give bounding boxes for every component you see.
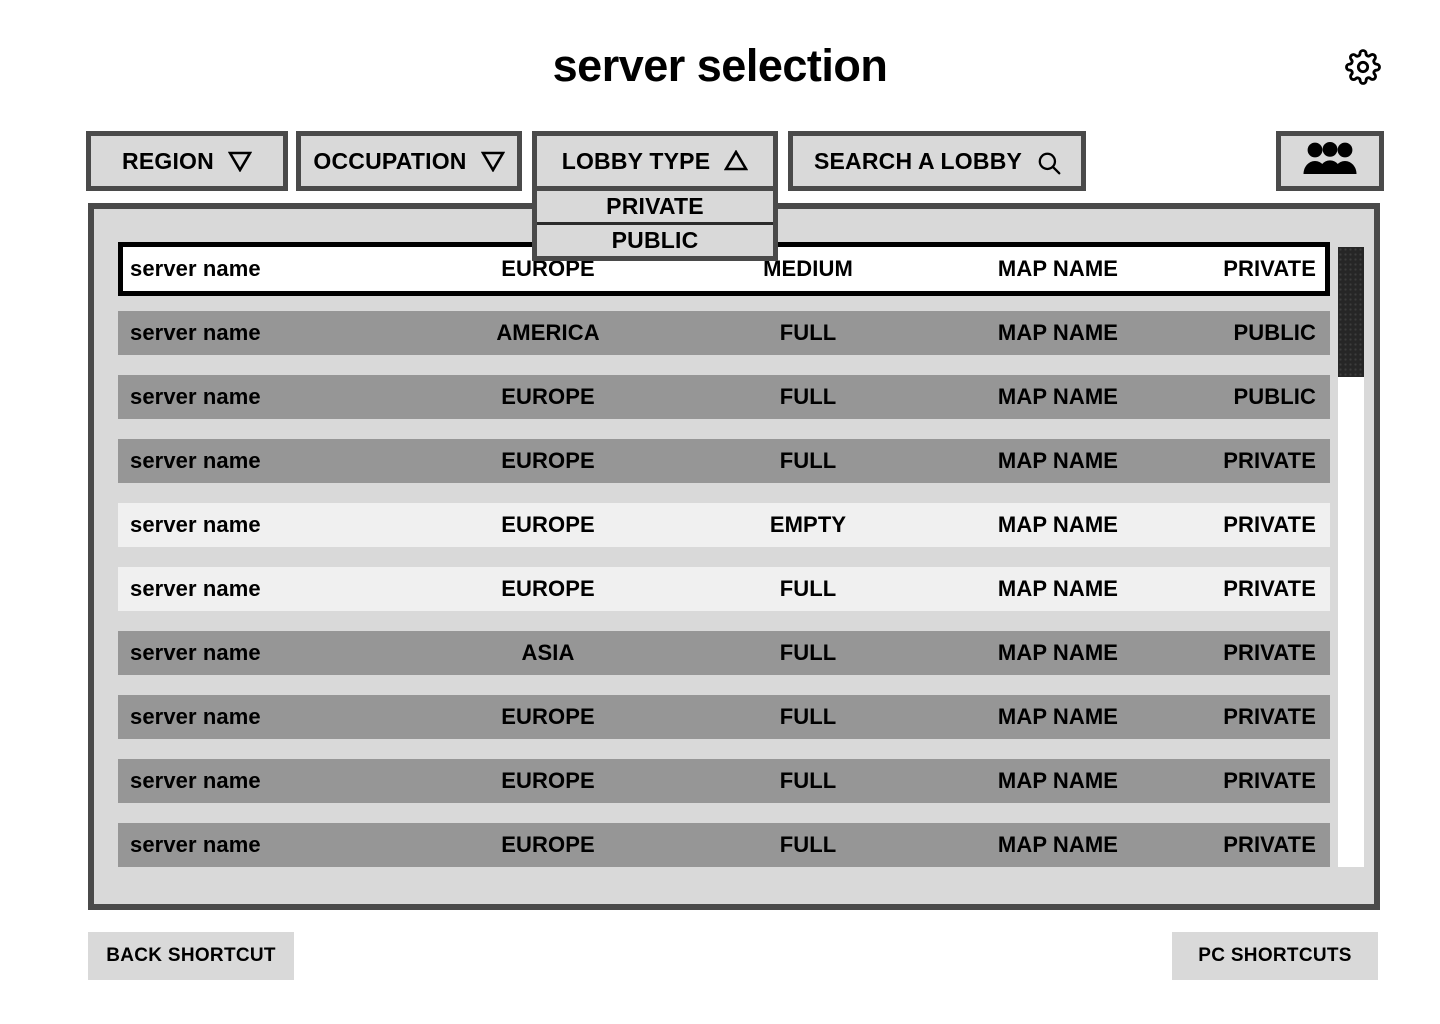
region-cell: EUROPE — [501, 576, 595, 601]
lobby-type-cell: PRIVATE — [1223, 512, 1316, 537]
filter-toolbar: REGION OCCUPATION LOBBY TYPE SEARCH A LO… — [0, 131, 1440, 191]
lobby-type-cell: PRIVATE — [1223, 640, 1316, 665]
region-cell: EUROPE — [501, 768, 595, 793]
scrollbar-thumb[interactable] — [1338, 247, 1364, 378]
table-row[interactable]: server name EUROPE FULL MAP NAME PRIVATE — [118, 823, 1330, 867]
table-row[interactable]: server name EUROPE EMPTY MAP NAME PRIVATE — [118, 503, 1330, 547]
server-name-cell: server name — [130, 704, 261, 729]
region-cell: ASIA — [521, 640, 575, 665]
lobby-type-filter-button[interactable]: LOBBY TYPE — [532, 131, 778, 191]
server-name-cell: server name — [130, 448, 261, 473]
lobby-type-cell: PRIVATE — [1223, 832, 1316, 857]
lobby-type-cell: PRIVATE — [1223, 576, 1316, 601]
occupancy-cell: EMPTY — [769, 512, 847, 537]
page-header: server selection — [0, 0, 1440, 118]
server-name-cell: server name — [130, 576, 261, 601]
lobby-type-option-private[interactable]: PRIVATE — [537, 191, 773, 222]
server-name-cell: server name — [130, 256, 261, 281]
lobby-type-dropdown-menu: PRIVATE PUBLIC — [532, 191, 778, 261]
table-row[interactable]: server name EUROPE FULL MAP NAME PRIVATE — [118, 439, 1330, 483]
occupancy-cell: FULL — [779, 320, 837, 345]
region-cell: EUROPE — [501, 448, 595, 473]
page-title: server selection — [552, 40, 888, 91]
search-icon — [1036, 150, 1061, 175]
search-lobby-label: SEARCH A LOBBY — [813, 147, 1023, 174]
server-name-cell: server name — [130, 320, 261, 345]
settings-button[interactable] — [1342, 48, 1384, 90]
map-name-cell: MAP NAME — [997, 320, 1119, 345]
server-name-cell: server name — [130, 768, 261, 793]
lobby-type-cell: PRIVATE — [1223, 448, 1316, 473]
occupancy-cell: FULL — [779, 384, 837, 409]
back-shortcut-button[interactable]: BACK SHORTCUT — [88, 932, 294, 980]
occupancy-cell: FULL — [779, 576, 837, 601]
table-row[interactable]: server name ASIA FULL MAP NAME PRIVATE — [118, 631, 1330, 675]
people-group-icon — [1302, 141, 1358, 182]
region-filter-label: REGION — [122, 147, 214, 174]
triangle-down-icon — [480, 150, 505, 173]
search-lobby-button[interactable]: SEARCH A LOBBY — [788, 131, 1086, 191]
map-name-cell: MAP NAME — [997, 832, 1119, 857]
table-row[interactable]: server name EUROPE FULL MAP NAME PRIVATE — [118, 567, 1330, 611]
occupancy-cell: FULL — [779, 640, 837, 665]
map-name-cell: MAP NAME — [997, 512, 1119, 537]
map-name-cell: MAP NAME — [997, 576, 1119, 601]
region-cell: EUROPE — [501, 832, 595, 857]
region-cell: EUROPE — [501, 512, 595, 537]
region-cell: AMERICA — [496, 320, 600, 345]
lobby-type-filter-label: LOBBY TYPE — [561, 147, 711, 174]
table-row[interactable]: server name EUROPE FULL MAP NAME PRIVATE — [118, 695, 1330, 739]
table-row[interactable]: server name AMERICA FULL MAP NAME PUBLIC — [118, 311, 1330, 355]
lobby-type-option-public[interactable]: PUBLIC — [537, 222, 773, 256]
members-button[interactable] — [1276, 131, 1384, 191]
occupation-filter-button[interactable]: OCCUPATION — [296, 131, 522, 191]
occupancy-cell: FULL — [779, 704, 837, 729]
lobby-type-cell: PRIVATE — [1223, 256, 1316, 281]
map-name-cell: MAP NAME — [997, 448, 1119, 473]
lobby-type-cell: PRIVATE — [1223, 704, 1316, 729]
table-row[interactable]: server name EUROPE FULL MAP NAME PUBLIC — [118, 375, 1330, 419]
lobby-type-cell: PRIVATE — [1223, 768, 1316, 793]
server-name-cell: server name — [130, 512, 261, 537]
map-name-cell: MAP NAME — [997, 704, 1119, 729]
lobby-type-cell: PUBLIC — [1233, 384, 1316, 409]
occupancy-cell: MEDIUM — [763, 256, 853, 281]
lobby-type-cell: PUBLIC — [1233, 320, 1316, 345]
region-cell: EUROPE — [501, 384, 595, 409]
triangle-up-icon — [723, 149, 749, 172]
region-filter-button[interactable]: REGION — [86, 131, 288, 191]
server-list-scrollbar[interactable] — [1338, 247, 1364, 867]
map-name-cell: MAP NAME — [997, 384, 1119, 409]
pc-shortcuts-button[interactable]: PC SHORTCUTS — [1172, 932, 1378, 980]
occupation-filter-label: OCCUPATION — [313, 147, 467, 174]
server-name-cell: server name — [130, 640, 261, 665]
gear-icon — [1345, 48, 1381, 90]
occupancy-cell: FULL — [779, 832, 837, 857]
map-name-cell: MAP NAME — [997, 256, 1119, 281]
map-name-cell: MAP NAME — [997, 640, 1119, 665]
map-name-cell: MAP NAME — [997, 768, 1119, 793]
occupancy-cell: FULL — [779, 448, 837, 473]
occupancy-cell: FULL — [779, 768, 837, 793]
server-name-cell: server name — [130, 384, 261, 409]
triangle-down-icon — [227, 150, 253, 173]
server-name-cell: server name — [130, 832, 261, 857]
table-row[interactable]: server name EUROPE FULL MAP NAME PRIVATE — [118, 759, 1330, 803]
region-cell: EUROPE — [501, 704, 595, 729]
